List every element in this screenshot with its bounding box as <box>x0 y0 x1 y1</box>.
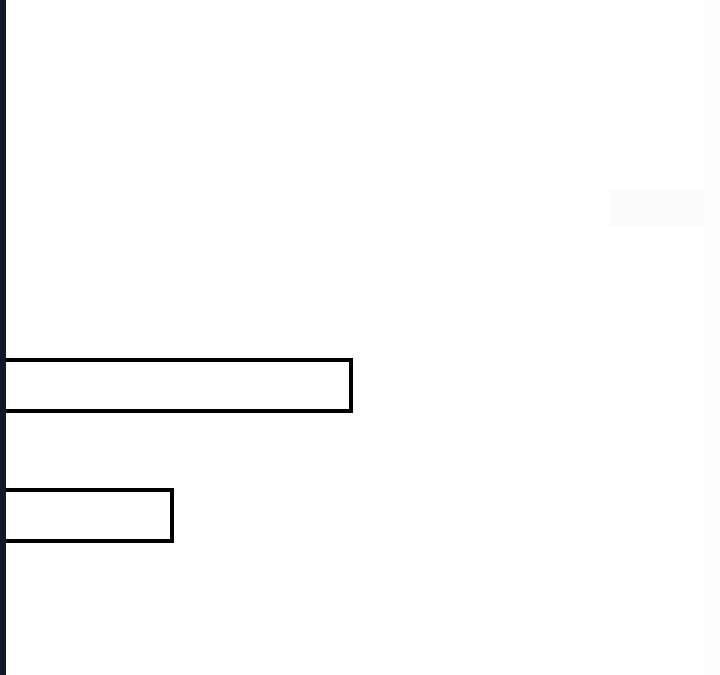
text-field-wide[interactable] <box>6 358 353 413</box>
window-left-edge <box>0 0 6 675</box>
faint-background-patch <box>610 190 704 226</box>
window-right-edge <box>704 0 720 675</box>
text-field-narrow[interactable] <box>6 488 174 543</box>
